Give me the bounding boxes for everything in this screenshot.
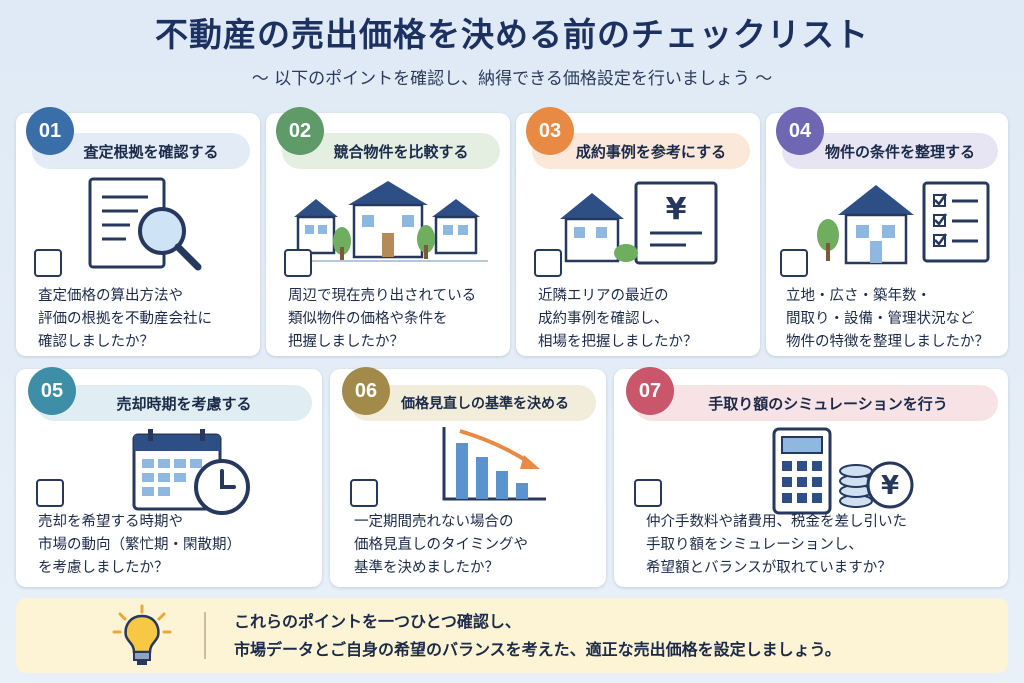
card-description: 売却を希望する時期や 市場の動向（繁忙期・閑散期） を考慮しましたか？ bbox=[38, 514, 241, 576]
yen-symbol: ¥ bbox=[881, 471, 899, 501]
declining-chart-icon bbox=[442, 427, 546, 501]
calendar-clock-icon bbox=[132, 429, 250, 515]
card-description: 近隣エリアの最近の 成約事例を確認し、 相場を把握しましたか？ bbox=[538, 288, 698, 350]
page-title: 不動産の売出価格を決める前のチェックリスト bbox=[155, 15, 869, 54]
card-description: 仲介手数料や諸費用、税金を差し引いた 手取り額をシミュレーションし、 希望額とバ… bbox=[646, 514, 907, 576]
checkbox-05[interactable] bbox=[36, 479, 64, 507]
checkbox-02[interactable] bbox=[284, 249, 312, 277]
document-magnifier-icon bbox=[88, 177, 202, 271]
page-subtitle: 〜 以下のポイントを確認し、納得できる価格設定を行いましょう 〜 bbox=[251, 69, 773, 89]
checklist-card-07: 手取り額のシミュレーションを行う 07 ¥ 仲介手数料や諸費用、税金を差し引いた… bbox=[614, 367, 1008, 587]
banner-divider bbox=[204, 612, 206, 659]
card-heading: 価格見直しの基準を決める bbox=[350, 385, 596, 421]
house-yen-document-icon: ¥ bbox=[560, 181, 718, 265]
summary-text: これらのポイントを一つひとつ確認し、 市場データとご自身の希望のバランスを考えた… bbox=[234, 612, 841, 659]
card-heading: 売却時期を考慮する bbox=[36, 385, 312, 421]
house-checklist-icon bbox=[817, 181, 990, 265]
card-heading: 手取り額のシミュレーションを行う bbox=[634, 385, 998, 421]
card-number: 04 bbox=[776, 107, 824, 155]
checklist-card-03: 成約事例を参考にする 03 ¥ 近隣エリアの最近の 成約事例を確認し、 相場を把… bbox=[516, 107, 760, 356]
card-number: 02 bbox=[276, 107, 324, 155]
lightbulb-icon bbox=[112, 604, 172, 665]
summary-banner: これらのポイントを一つひとつ確認し、 市場データとご自身の希望のバランスを考えた… bbox=[16, 598, 1008, 673]
card-description: 一定期間売れない場合の 価格見直しのタイミングや 基準を決めましたか？ bbox=[354, 514, 528, 576]
card-description: 立地・広さ・築年数・ 間取り・設備・管理状況など 物件の特徴を整理しましたか？ bbox=[786, 288, 989, 350]
checkbox-06[interactable] bbox=[350, 479, 378, 507]
checkbox-01[interactable] bbox=[34, 249, 62, 277]
yen-symbol: ¥ bbox=[666, 192, 687, 227]
checkbox-04[interactable] bbox=[780, 249, 808, 277]
checklist-card-02: 競合物件を比較する 02 周辺で現在売り出されている 類似物件の価格や条件を 把… bbox=[266, 107, 510, 356]
houses-icon bbox=[288, 181, 488, 262]
card-number: 06 bbox=[342, 367, 390, 415]
checklist-card-06: 価格見直しの基準を決める 06 一定期間売れない場合の 価格見直しのタイミングや… bbox=[330, 367, 606, 587]
checkbox-07[interactable] bbox=[634, 479, 662, 507]
checklist-card-05: 売却時期を考慮する 05 売却を希望する時期や 市場の動向（繁忙期・閑散期） を… bbox=[16, 367, 322, 587]
card-description: 査定価格の算出方法や 評価の根拠を不動産会社に 確認しましたか？ bbox=[38, 288, 212, 350]
calculator-coins-icon: ¥ bbox=[772, 427, 914, 515]
checklist-card-04: 物件の条件を整理する 04 立地・広さ・築年数・ 間取り・設備・管理状況など 物… bbox=[766, 107, 1008, 356]
checklist-card-01: 査定根拠を確認する 01 査定価格の算出方法や 評価の根拠を不動産会社に 確認し… bbox=[16, 107, 260, 356]
card-description: 周辺で現在売り出されている 類似物件の価格や条件を 把握しましたか？ bbox=[288, 288, 477, 350]
card-number: 03 bbox=[526, 107, 574, 155]
card-number: 07 bbox=[626, 367, 674, 415]
checkbox-03[interactable] bbox=[534, 249, 562, 277]
card-heading: 査定根拠を確認する bbox=[32, 133, 250, 169]
card-number: 01 bbox=[26, 107, 74, 155]
card-number: 05 bbox=[28, 367, 76, 415]
